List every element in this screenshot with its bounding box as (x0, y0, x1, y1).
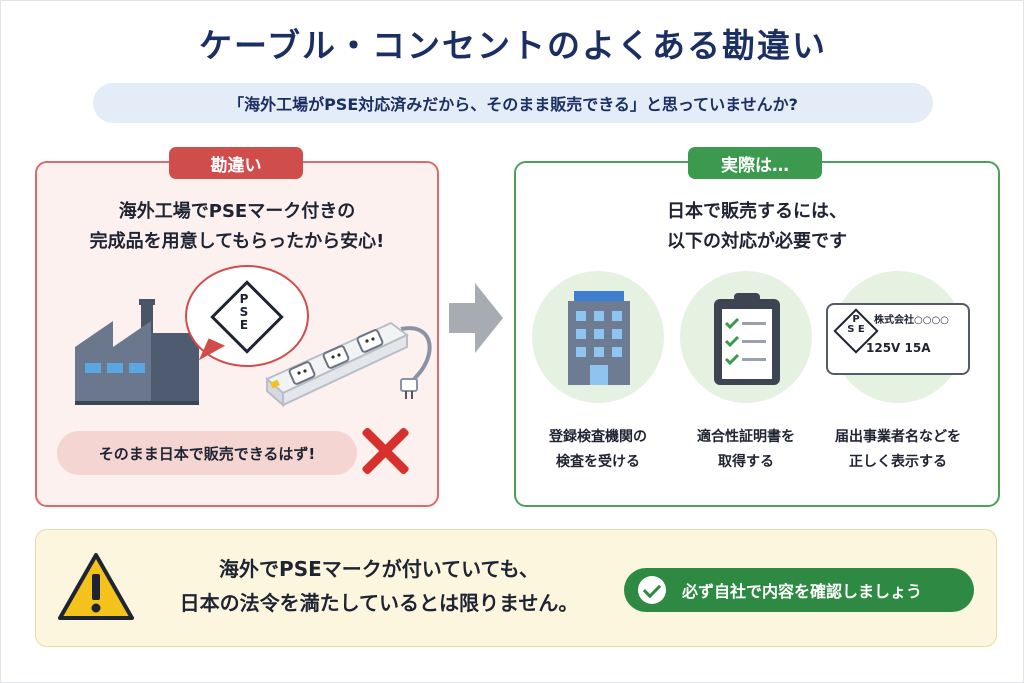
misconception-tag: 勘違い (169, 147, 303, 179)
misconception-heading: 海外工場でPSEマーク付きの 完成品を用意してもらったから安心! (37, 197, 437, 257)
reality-tag: 実際は… (688, 147, 822, 179)
step-certificate-label: 適合性証明書を 取得する (697, 429, 795, 470)
step-inspection-label: 登録検査機関の 検査を受ける (549, 429, 647, 470)
reality-heading: 日本で販売するには、 以下の対応が必要です (516, 197, 998, 257)
power-strip-icon (265, 321, 432, 408)
arrow-right-icon (449, 283, 503, 353)
reality-heading-line1: 日本で販売するには、 (667, 201, 847, 222)
clipboard-checklist-icon (714, 293, 780, 385)
page-title: ケーブル・コンセントのよくある勘違い (198, 26, 828, 65)
check-circle-icon (638, 576, 666, 604)
warning-banner: 海外でPSEマークが付いていても、 日本の法令を満たしているとは限りません。 必… (35, 529, 997, 647)
label-company: 株式会社○○○○ (874, 315, 949, 326)
misconception-heading-line2: 完成品を用意してもらったから安心! (89, 231, 385, 252)
wrong-statement: そのまま日本で販売できるはず! (57, 431, 357, 475)
confirm-callout-text: 必ず自社で内容を確認しましょう (682, 582, 923, 601)
step-certificate: 適合性証明書を 取得する (676, 271, 816, 475)
building-icon (568, 291, 630, 385)
warning-text-line1: 海外でPSEマークが付いていても、 (219, 557, 539, 581)
label-rating: 125V 15A (866, 341, 931, 355)
warning-text: 海外でPSEマークが付いていても、 日本の法令を満たしているとは限りません。 (144, 552, 614, 620)
misconception-heading-line1: 海外工場でPSEマーク付きの (118, 201, 356, 222)
step-inspection-circle (532, 271, 664, 403)
step-certificate-circle (680, 271, 812, 403)
warning-icon (58, 553, 134, 620)
subtitle: 「海外工場がPSE対応済みだから、そのまま販売できる」と思っていませんか? (93, 83, 933, 123)
confirm-callout: 必ず自社で内容を確認しましょう (624, 568, 974, 612)
reality-panel: 実際は… 日本で販売するには、 以下の対応が必要です 登録検査機関の 検査を受け… (514, 147, 1000, 507)
warning-text-line2: 日本の法令を満たしているとは限りません。 (179, 591, 579, 615)
cross-mark-icon (361, 425, 410, 477)
step-inspection: 登録検査機関の 検査を受ける (528, 271, 668, 475)
step-labeling-label: 届出事業者名などを 正しく表示する (835, 429, 961, 470)
factory-icon (75, 299, 199, 405)
reality-heading-line2: 以下の対応が必要です (667, 231, 847, 252)
